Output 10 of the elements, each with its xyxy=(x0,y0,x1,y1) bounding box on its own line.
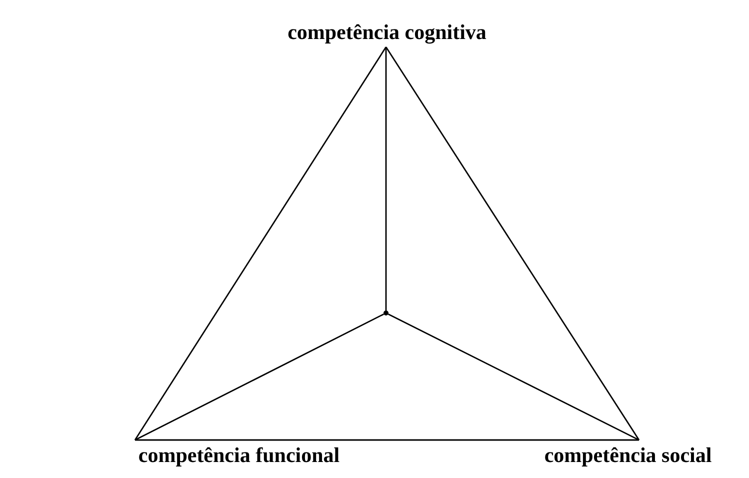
line xyxy=(385,47,387,310)
junction-point xyxy=(384,310,388,316)
line xyxy=(134,314,384,441)
line xyxy=(385,46,640,440)
line xyxy=(388,314,640,441)
line xyxy=(135,439,639,441)
line xyxy=(134,46,387,440)
vertex-label: competência funcional xyxy=(128,440,350,470)
vertex-label: competência social xyxy=(512,440,744,470)
vertex-label: competência cognitiva xyxy=(268,17,506,47)
